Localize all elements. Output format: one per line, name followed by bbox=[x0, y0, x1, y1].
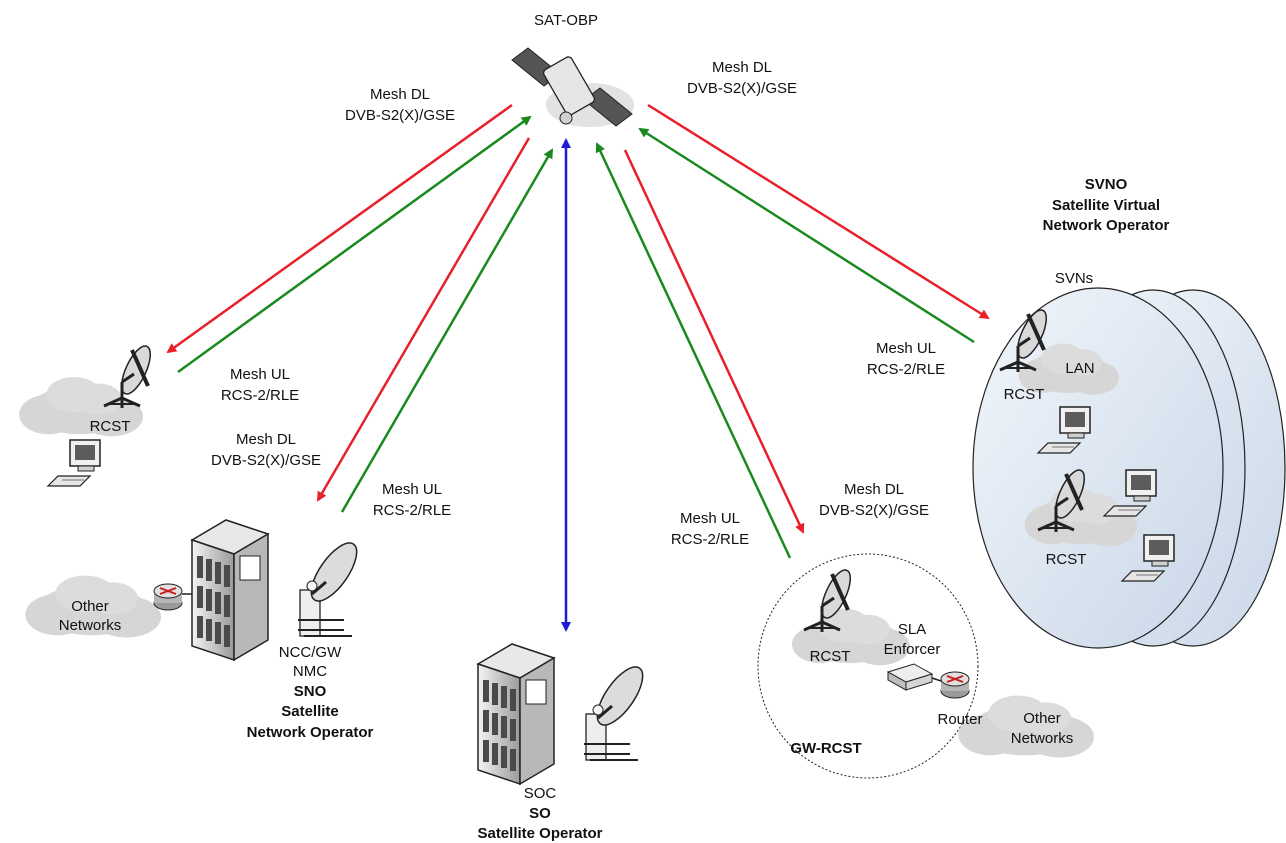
sno-other-networks-line1: Other bbox=[71, 598, 109, 615]
rcst-left-ul-line1: Mesh UL bbox=[230, 366, 290, 383]
sno-abbr: SNO bbox=[294, 683, 327, 700]
server-icon bbox=[477, 643, 555, 785]
router-icon bbox=[153, 583, 183, 611]
svno-rcst-top-label: RCST bbox=[1004, 386, 1045, 403]
soc-label: SOC bbox=[524, 785, 557, 802]
svno-ul-line1: Mesh UL bbox=[876, 340, 936, 357]
ncc-gw-label: NCC/GW bbox=[279, 644, 342, 661]
top-right-line2: DVB-S2(X)/GSE bbox=[687, 80, 797, 97]
ground-station-dish-icon bbox=[296, 534, 367, 638]
svn-oval-front bbox=[972, 287, 1224, 649]
so-group bbox=[477, 643, 653, 785]
top-left-line2: DVB-S2(X)/GSE bbox=[345, 107, 455, 124]
ul-from-gw-rcst bbox=[595, 142, 792, 559]
satellite-icon bbox=[511, 47, 634, 127]
links bbox=[166, 103, 990, 632]
rcst-left-label: RCST bbox=[90, 418, 131, 435]
gw-rcst-title: GW-RCST bbox=[790, 740, 861, 757]
rcst-left-ul-line2: RCS-2/RLE bbox=[221, 387, 299, 404]
top-left-line1: Mesh DL bbox=[370, 86, 430, 103]
gw-ul-line2: RCS-2/RLE bbox=[671, 531, 749, 548]
sno-ul-line1: Mesh UL bbox=[382, 481, 442, 498]
sno-dl-line1: Mesh DL bbox=[236, 431, 296, 448]
ground-station-dish-icon bbox=[582, 658, 653, 762]
server-icon bbox=[191, 519, 269, 661]
gw-dl-line1: Mesh DL bbox=[844, 481, 904, 498]
svno-ul-line2: RCS-2/RLE bbox=[867, 361, 945, 378]
dl-to-sno bbox=[316, 137, 531, 502]
ul-from-rcst-left bbox=[177, 115, 532, 374]
pc-icon bbox=[47, 439, 101, 487]
gw-rcst-rcst-label: RCST bbox=[810, 648, 851, 665]
sno-other-networks-line2: Networks bbox=[59, 617, 122, 634]
satellite-label: SAT-OBP bbox=[534, 12, 598, 29]
so-name: Satellite Operator bbox=[477, 825, 602, 842]
ul-from-sno bbox=[340, 148, 554, 513]
nmc-label: NMC bbox=[293, 663, 327, 680]
sno-name-line1: Satellite bbox=[281, 703, 339, 720]
router-label: Router bbox=[937, 711, 982, 728]
sla-line2: Enforcer bbox=[884, 641, 941, 658]
svno-name-line2: Network Operator bbox=[1043, 217, 1170, 234]
ul-from-svno bbox=[638, 127, 975, 344]
router-icon bbox=[940, 671, 970, 699]
svno-abbr: SVNO bbox=[1085, 176, 1128, 193]
svno-name-line1: Satellite Virtual bbox=[1052, 197, 1160, 214]
dl-to-svno bbox=[647, 103, 990, 320]
sla-line1: SLA bbox=[898, 621, 926, 638]
rcst-left-group bbox=[19, 340, 159, 487]
gw-ul-line1: Mesh UL bbox=[680, 510, 740, 527]
so-abbr: SO bbox=[529, 805, 551, 822]
lan-label: LAN bbox=[1065, 360, 1094, 377]
gw-rcst-boundary bbox=[757, 553, 979, 779]
sno-dl-line2: DVB-S2(X)/GSE bbox=[211, 452, 321, 469]
dl-to-rcst-left bbox=[166, 103, 513, 354]
sla-enforcer-icon bbox=[886, 663, 934, 691]
sno-name-line2: Network Operator bbox=[247, 724, 374, 741]
gw-rcst-group bbox=[792, 564, 1094, 758]
gw-dl-line2: DVB-S2(X)/GSE bbox=[819, 502, 929, 519]
sno-ul-line2: RCS-2/RLE bbox=[373, 502, 451, 519]
sno-group bbox=[25, 519, 367, 661]
gw-other-networks-line1: Other bbox=[1023, 710, 1061, 727]
svns-label: SVNs bbox=[1055, 270, 1093, 287]
gw-other-networks-line2: Networks bbox=[1011, 730, 1074, 747]
svno-rcst-bottom-label: RCST bbox=[1046, 551, 1087, 568]
dl-to-gw-rcst bbox=[623, 149, 805, 534]
top-right-line1: Mesh DL bbox=[712, 59, 772, 76]
